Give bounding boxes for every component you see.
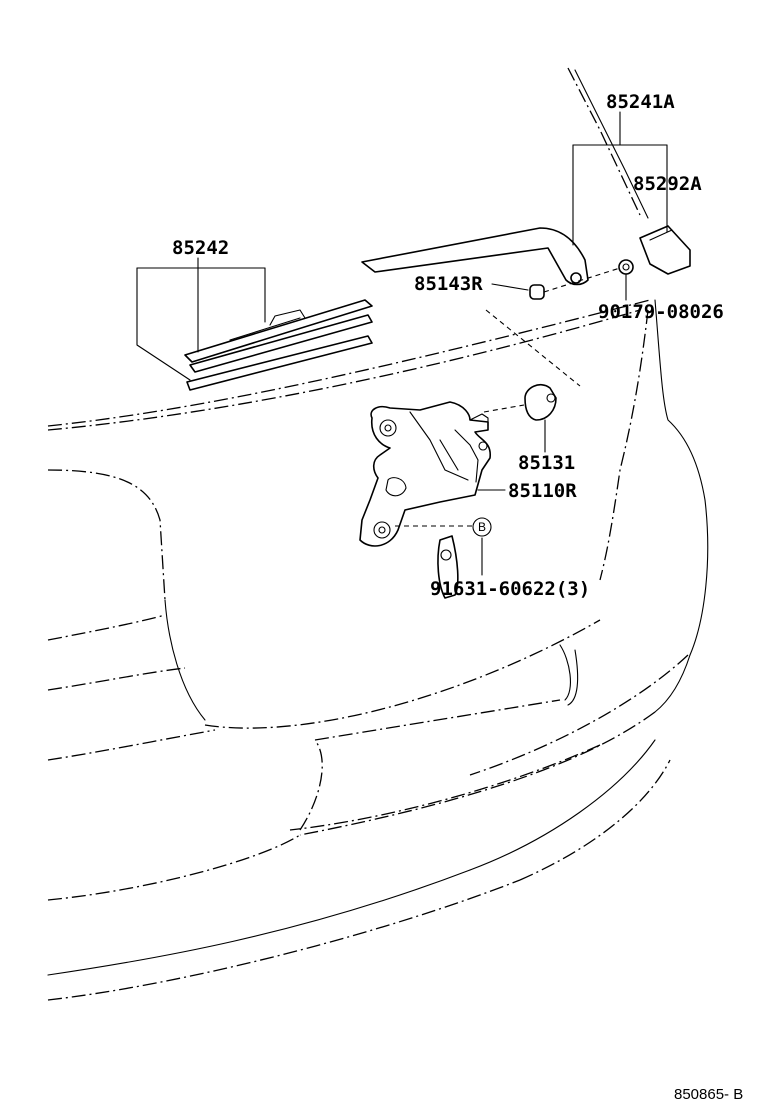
label-85241A: 85241A — [606, 91, 675, 113]
part-labels: 85241A 85292A 85242 85143R 90179-08026 8… — [172, 91, 724, 600]
wiper-blade-85242 — [184, 299, 373, 391]
label-90179-08026: 90179-08026 — [598, 301, 724, 323]
wiper-arm-85241A — [361, 227, 589, 286]
nut-90179 — [618, 259, 634, 275]
label-85292A: 85292A — [633, 173, 702, 195]
label-85242: 85242 — [172, 237, 229, 259]
grommet-85131 — [524, 383, 557, 421]
label-85110R: 85110R — [508, 480, 577, 502]
figure-reference: 850865- B — [674, 1086, 743, 1103]
label-91631-60622: 91631-60622(3) — [430, 578, 590, 600]
leader-lines — [136, 111, 668, 576]
circle-b-label: B — [478, 520, 486, 534]
bolt-91631 — [437, 535, 459, 599]
label-85143R: 85143R — [414, 273, 483, 295]
wiper-motor-85110R — [359, 401, 491, 547]
vehicle-body-outline — [47, 67, 709, 1001]
cap-85143R — [529, 284, 545, 300]
arm-cap-85292A — [639, 225, 691, 275]
label-85131: 85131 — [518, 452, 575, 474]
reference-circle-b: B — [472, 517, 492, 537]
